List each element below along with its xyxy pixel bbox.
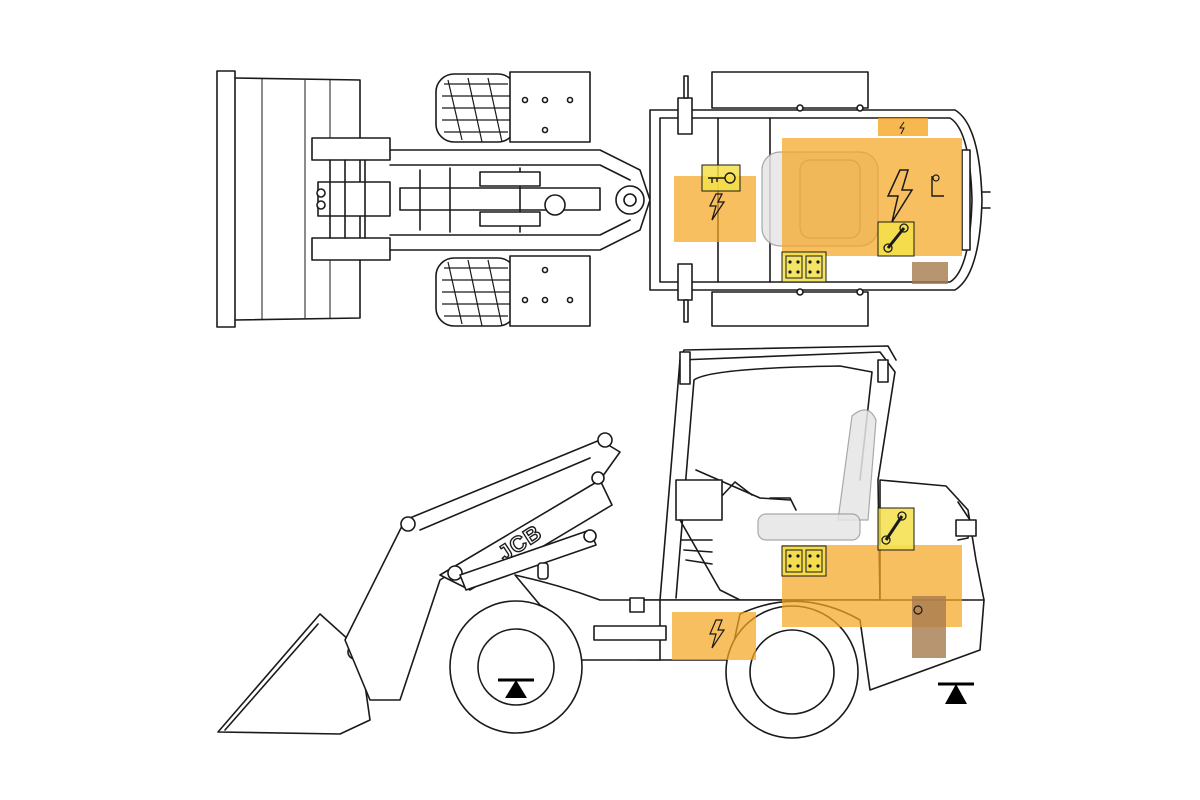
fuse-box-icon: [785, 255, 823, 279]
bucket-top: [216, 70, 361, 328]
lightning-icon: [708, 193, 726, 221]
lever-icon: [881, 511, 907, 545]
lightning-icon: [709, 619, 726, 649]
zone-brown: [912, 262, 948, 284]
lightning-icon: [886, 169, 914, 223]
drain-plug-icon: [913, 605, 923, 615]
side-view: JCB: [217, 345, 985, 739]
icons-side: [709, 511, 923, 649]
zone-orange: [782, 138, 962, 256]
lift-cylinder-side: [459, 529, 597, 591]
lightning-icon: [899, 121, 905, 135]
ghost-seat-side: [757, 409, 877, 541]
zone-yellow: [781, 251, 827, 283]
wheels-side: [449, 600, 859, 739]
lift-point-icon: [938, 682, 974, 704]
zone-orange: [878, 118, 928, 136]
top-view: [216, 70, 991, 328]
zone-brown: [912, 596, 946, 658]
key-icon: [708, 172, 736, 184]
lift-point-icon: [498, 678, 534, 698]
fuse-box-icon: [785, 549, 823, 573]
highlight-zones-side: [672, 507, 962, 660]
lever-icon: [883, 223, 909, 253]
boom-linkage-top: [311, 137, 651, 261]
door-handle-icon: [931, 174, 944, 197]
highlight-zones-top: [674, 118, 962, 284]
zone-yellow: [781, 545, 827, 577]
front-wheels-top: [435, 71, 591, 327]
zone-orange: [672, 612, 756, 660]
lift-markers-side: [498, 678, 974, 704]
icons-top: [708, 121, 944, 279]
